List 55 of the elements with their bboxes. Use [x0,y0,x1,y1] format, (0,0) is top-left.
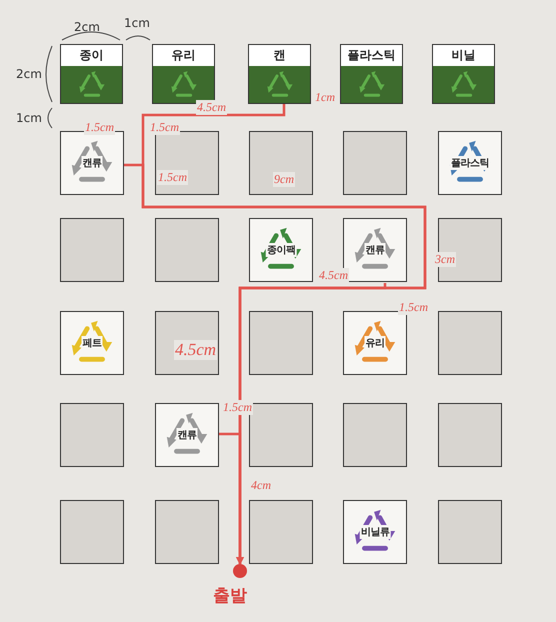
recyclable-tile [60,131,124,195]
bin-label: 유리 [172,47,196,64]
dimension-label: 2cm [74,20,100,34]
start-label: 출발 [213,585,247,607]
recycling-bin [60,44,123,104]
recyclable-tile [343,311,407,375]
recyclable-tile [343,500,407,564]
bin-label: 종이 [80,47,104,64]
bin-label: 캔 [274,47,286,64]
handwritten-note: 1.5cm [222,400,253,415]
recyclable-tile [155,403,219,467]
recycling-bin [340,44,403,104]
tile-label: 플라스틱 [450,156,490,170]
dimension-label: 1cm [16,111,42,125]
recycling-bin [248,44,311,104]
empty-tile [438,403,502,467]
empty-tile [438,500,502,564]
handwritten-note: 4.5cm [318,268,349,283]
handwritten-note: 1.5cm [84,120,115,135]
bin-label: 비닐 [452,47,476,64]
empty-tile [249,500,313,564]
recycling-bin [432,44,495,104]
tile-label: 캔류 [82,156,102,170]
tile-label: 캔류 [364,243,386,257]
handwritten-note: 1.5cm [398,300,429,315]
dimension-label: 2cm [16,67,42,81]
tile-label: 비닐류 [360,525,390,539]
empty-tile [249,131,313,195]
tile-label: 캔류 [176,428,198,442]
handwritten-note: 4.5cm [196,100,227,115]
empty-tile [343,131,407,195]
empty-tile [60,218,124,282]
empty-tile [60,403,124,467]
recycling-bin [152,44,215,104]
empty-tile [155,218,219,282]
empty-tile [60,500,124,564]
handwritten-note: 3cm [434,252,456,267]
recyclable-tile [60,311,124,375]
handwritten-note: 1.5cm [149,120,180,135]
handwritten-note: 9cm [273,172,295,187]
route-line [219,432,244,565]
bin-label: 플라스틱 [348,47,396,64]
recyclable-tile [249,218,313,282]
handwritten-note: 1.5cm [157,170,188,185]
empty-tile [249,311,313,375]
empty-tile [155,500,219,564]
tile-label: 페트 [82,336,102,350]
empty-tile [343,403,407,467]
empty-tile [438,311,502,375]
tile-label: 종이팩 [266,243,296,257]
dimension-label: 1cm [124,16,150,30]
start-dot [233,564,247,578]
tile-label: 유리 [364,336,386,350]
recyclable-tile [438,131,502,195]
handwritten-note: 4.5cm [174,340,218,360]
